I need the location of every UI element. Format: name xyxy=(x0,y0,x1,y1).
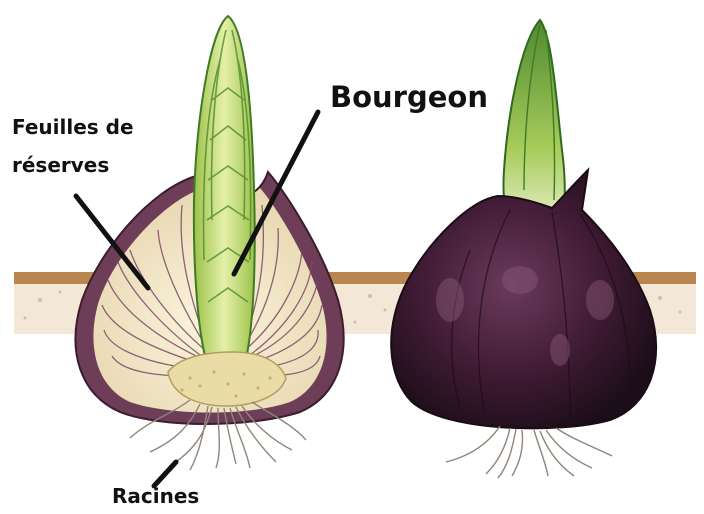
bourgeon-label: Bourgeon xyxy=(330,80,488,114)
feuilles-de-reserves-label: Feuilles de réserves xyxy=(12,108,134,184)
roots-right xyxy=(446,426,612,478)
feuilles-label-line2: réserves xyxy=(12,146,134,184)
racines-label: Racines xyxy=(112,484,199,508)
racines-pointer-line xyxy=(154,462,176,486)
cut-bulb xyxy=(76,16,344,424)
feuilles-label-line1: Feuilles de xyxy=(12,108,134,146)
